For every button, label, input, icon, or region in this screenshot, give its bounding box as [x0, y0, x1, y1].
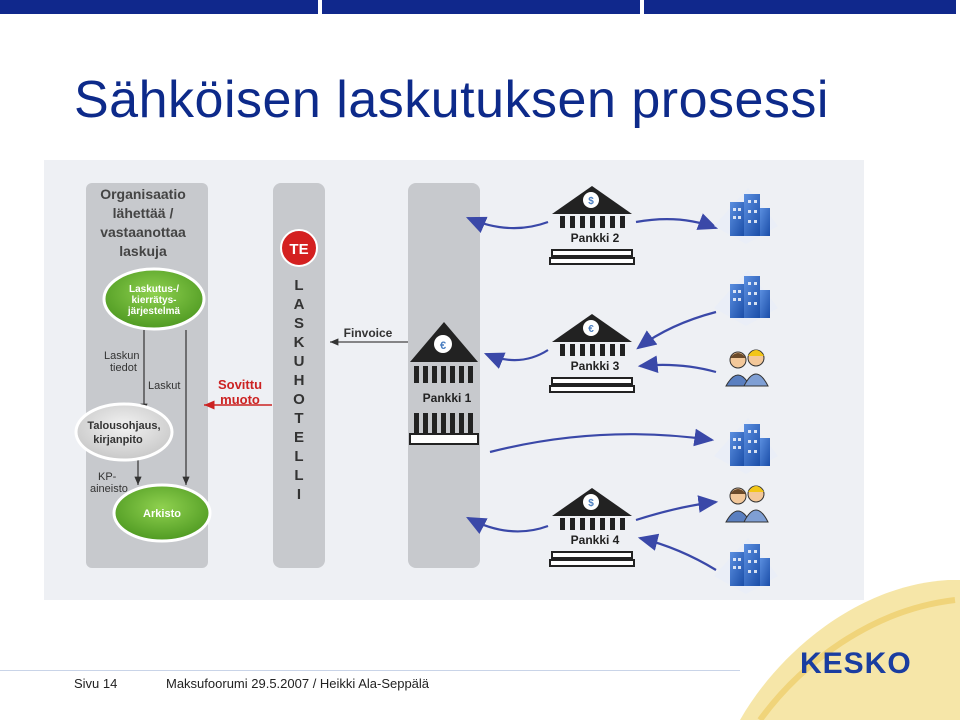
arrow-bank3-to-bank1	[483, 349, 549, 369]
arrow-bank2-to-company	[635, 213, 719, 230]
te-logo-icon	[280, 229, 318, 267]
top-color-bar	[0, 0, 960, 20]
svg-text:€: €	[440, 340, 446, 352]
archive-ellipse	[112, 483, 212, 543]
system-label-line: kierrätys-	[131, 295, 176, 306]
top-bar-segment	[644, 0, 956, 14]
arrow-bank4-to-person	[635, 495, 719, 522]
talous-label-line: Talousohjaus,	[87, 420, 160, 432]
sovittu-label-line: muoto	[220, 392, 260, 407]
kp-label-line: KP-	[98, 471, 117, 483]
pankki4-label: Pankki 4	[571, 533, 620, 547]
svg-text:€: €	[588, 324, 594, 335]
laskuhotelli-letter: O	[293, 391, 305, 408]
laskuhotelli-letter: L	[294, 448, 303, 465]
bank2-icon: $	[549, 186, 635, 265]
org-heading-line: lähettää /	[113, 205, 174, 221]
kesko-logo: KESKO	[800, 647, 912, 680]
arrow-company-to-bank4	[637, 533, 717, 571]
top-bar-segment	[322, 0, 640, 14]
company-building-icon	[714, 538, 778, 594]
arkisto-label: Arkisto	[143, 508, 181, 520]
laskuhotelli-letter: K	[294, 334, 305, 351]
company-building-icon	[714, 270, 778, 326]
arrow-column-to-customer	[489, 428, 715, 454]
top-bar-segment	[0, 0, 318, 14]
laskuhotelli-letter: I	[297, 486, 301, 503]
laskuhotelli-letter: L	[294, 277, 303, 294]
page-title: Sähköisen laskutuksen prosessi	[74, 71, 829, 129]
company-building-icon	[714, 418, 778, 474]
kesko-swoosh	[740, 580, 960, 720]
svg-text:$: $	[588, 498, 594, 509]
person-icon	[725, 485, 769, 523]
accounting-ellipse	[74, 402, 174, 462]
finvoice-label: Finvoice	[344, 326, 393, 340]
org-heading-line: laskuja	[119, 243, 167, 259]
arrow-bank4-to-column	[466, 516, 549, 534]
pankki3-label: Pankki 3	[571, 359, 620, 373]
arrow-company-to-bank3	[636, 310, 717, 350]
pankki1-label: Pankki 1	[423, 391, 472, 405]
laskuhotelli-letter: A	[294, 296, 305, 313]
laskuhotelli-letter: U	[294, 353, 305, 370]
arrow-person-to-bank3	[637, 355, 717, 374]
org-heading-line: vastaanottaa	[100, 224, 186, 240]
laskuhotelli-letter: S	[294, 315, 304, 332]
arrow-bank2-to-column	[465, 216, 549, 234]
billing-system-ellipse	[102, 267, 206, 331]
system-label-line: Laskutus-/	[129, 284, 179, 295]
kesko-swoosh-line	[757, 597, 956, 720]
bank1-icon: €	[409, 322, 479, 445]
laskun-tiedot-line: tiedot	[110, 362, 137, 374]
person-icon	[725, 349, 769, 387]
laskuhotelli-letter: E	[294, 429, 304, 446]
footer-divider	[0, 670, 740, 671]
talous-label-line: kirjanpito	[93, 434, 143, 446]
svg-text:$: $	[588, 196, 594, 207]
laskuhotelli-letter: H	[294, 372, 305, 389]
laskut-label: Laskut	[148, 380, 180, 392]
sovittu-label-line: Sovittu	[218, 377, 262, 392]
kp-label-line: aineisto	[90, 483, 128, 495]
laskuhotelli-letter: L	[294, 467, 303, 484]
pankki2-label: Pankki 2	[571, 231, 620, 245]
laskun-tiedot-line: Laskun	[104, 350, 139, 362]
footer-event: Maksufoorumi 29.5.2007 / Heikki Ala-Sepp…	[166, 676, 430, 691]
bank4-icon: $	[549, 488, 635, 567]
org-heading-line: Organisaatio	[100, 186, 186, 202]
footer-page-number: Sivu 14	[74, 676, 118, 691]
bank3-icon: €	[549, 314, 635, 393]
company-building-icon	[714, 188, 778, 244]
laskuhotelli-letter: T	[294, 410, 303, 427]
laskuhotelli-column	[273, 183, 325, 568]
te-logo-text: TE	[289, 241, 308, 258]
system-label-line: järjestelmä	[127, 306, 181, 317]
